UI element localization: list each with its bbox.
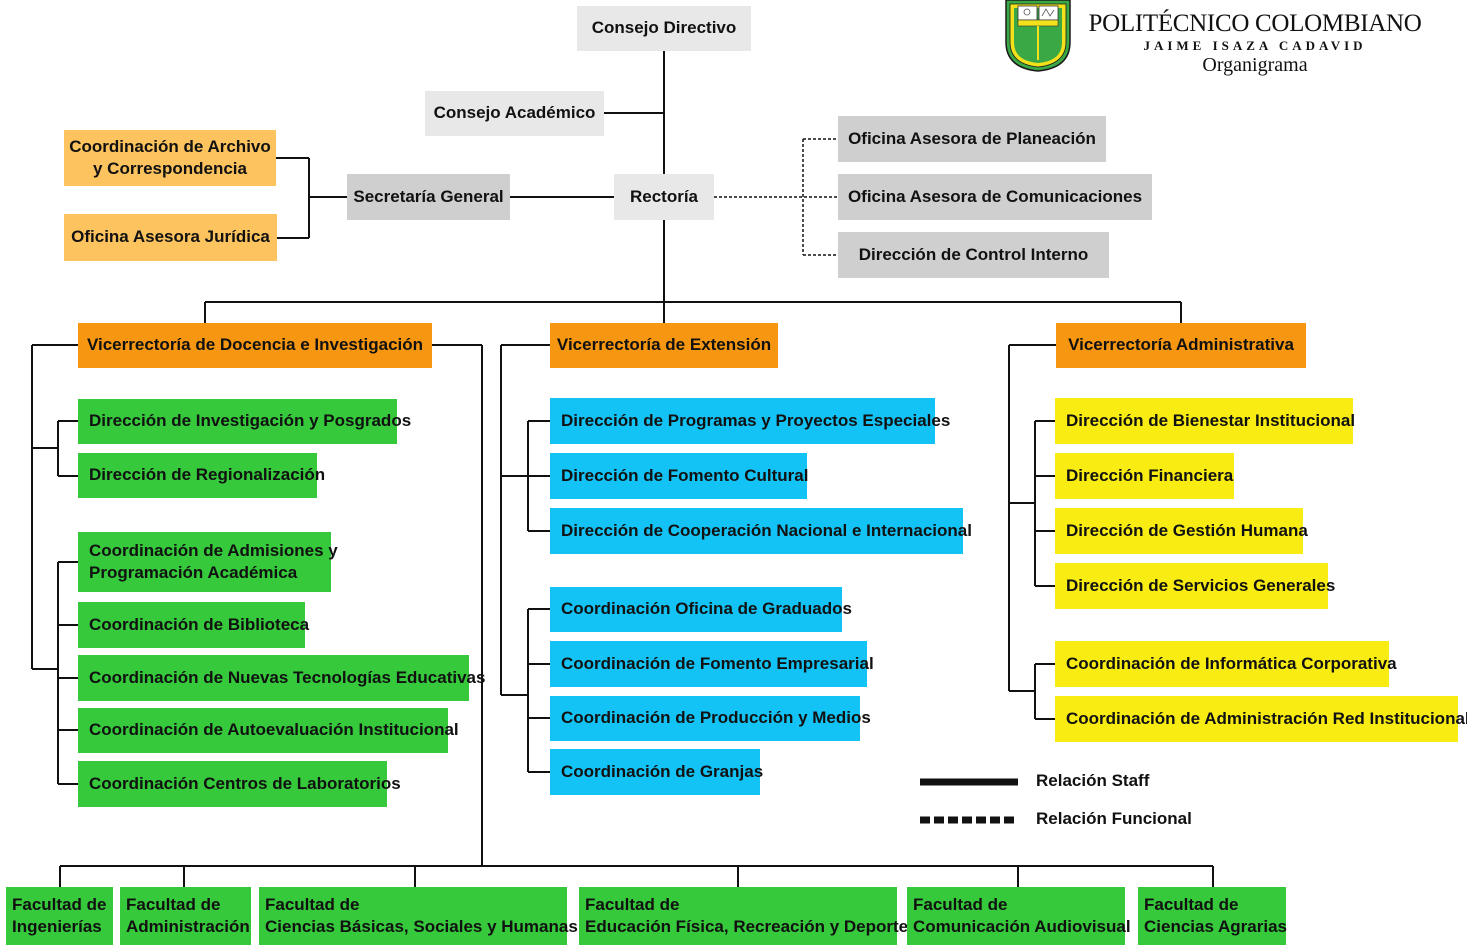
institution-subtitle: JAIME ISAZA CADAVID (1143, 38, 1367, 53)
node-coordinacion-produccion: Coordinación de Producción y Medios (550, 696, 871, 741)
node-line: y Correspondencia (93, 159, 247, 178)
node-line: Facultad de (12, 894, 107, 914)
node-coordinacion-granjas: Coordinación de Granjas (550, 749, 763, 795)
node-coordinacion-nuevas-tecnologias: Coordinación de Nuevas Tecnologías Educa… (78, 655, 485, 701)
node-line: Ciencias Básicas, Sociales y Humanas (265, 917, 578, 936)
node-coordinacion-graduados: Coordinación Oficina de Graduados (550, 587, 852, 632)
node-coordinacion-admisiones: Coordinación de Admisiones y Programació… (78, 532, 338, 592)
node-coordinacion-red-institucional: Coordinación de Administración Red Insti… (1055, 696, 1467, 742)
node-facultad-ingenierias: Facultad de Ingenierías (6, 887, 113, 945)
node-direccion-gestion-humana: Dirección de Gestión Humana (1055, 508, 1308, 554)
node-coordinacion-biblioteca: Coordinación de Biblioteca (78, 602, 309, 648)
node-line: Ciencias Agrarias (1144, 917, 1287, 936)
node-facultad-educacion-fisica: Facultad de Educación Física, Recreación… (579, 887, 909, 945)
node-vicerrectoria-extension: Vicerrectoría de Extensión (550, 323, 778, 368)
legend-staff-label: Relación Staff (1036, 771, 1150, 790)
node-line: Programación Académica (89, 563, 298, 582)
node-line: Facultad de (585, 894, 680, 914)
node-direccion-cooperacion: Dirección de Cooperación Nacional e Inte… (550, 508, 972, 554)
node-facultad-ciencias-basicas: Facultad de Ciencias Básicas, Sociales y… (259, 887, 578, 945)
node-line: Educación Física, Recreación y Deporte (585, 917, 909, 936)
node-line: Facultad de (126, 894, 221, 914)
node-line: Ingenierías (12, 917, 102, 936)
node-coordinacion-informatica: Coordinación de Informática Corporativa (1055, 641, 1397, 687)
node-line: Facultad de (913, 894, 1008, 914)
politecnico-shield-logo-icon (1005, 0, 1071, 72)
node-facultad-administracion: Facultad de Administración (120, 887, 251, 945)
node-facultad-comunicacion: Facultad de Comunicación Audiovisual (907, 887, 1131, 945)
node-direccion-fomento-cultural: Dirección de Fomento Cultural (550, 453, 808, 499)
node-oficina-comunicaciones: Oficina Asesora de Comunicaciones (838, 174, 1152, 220)
node-control-interno: Dirección de Control Interno (838, 232, 1109, 278)
node-rectoria: Rectoría (614, 174, 714, 220)
node-secretaria-general: Secretaría General (347, 174, 510, 220)
node-consejo-directivo: Consejo Directivo (577, 6, 751, 51)
node-vicerrectoria-docencia: Vicerrectoría de Docencia e Investigació… (78, 323, 432, 368)
node-direccion-financiera: Dirección Financiera (1055, 453, 1234, 499)
legend-funcional-label: Relación Funcional (1036, 809, 1192, 828)
node-direccion-investigacion: Dirección de Investigación y Posgrados (78, 399, 411, 444)
node-facultad-ciencias-agrarias: Facultad de Ciencias Agrarias (1138, 887, 1287, 945)
node-oficina-planeacion: Oficina Asesora de Planeación (838, 116, 1106, 162)
node-line: Coordinación de Archivo (69, 136, 271, 156)
institution-name: POLITÉCNICO COLOMBIANO (1088, 10, 1422, 37)
node-line: Facultad de (265, 894, 360, 914)
node-consejo-academico: Consejo Académico (425, 91, 604, 136)
node-vicerrectoria-administrativa: Vicerrectoría Administrativa (1056, 323, 1306, 368)
node-line: Coordinación de Admisiones y (89, 540, 338, 560)
node-direccion-servicios-generales: Dirección de Servicios Generales (1055, 563, 1335, 609)
document-title: Organigrama (1202, 54, 1308, 76)
node-oficina-juridica: Oficina Asesora Jurídica (64, 214, 277, 261)
node-line: Facultad de (1144, 894, 1239, 914)
node-line: Administración (126, 917, 250, 936)
node-coordinacion-fomento-empresarial: Coordinación de Fomento Empresarial (550, 641, 874, 687)
node-coordinacion-autoevaluacion: Coordinación de Autoevaluación Instituci… (78, 708, 459, 753)
node-line: Comunicación Audiovisual (913, 917, 1131, 936)
node-direccion-regionalizacion: Dirección de Regionalización (78, 453, 325, 498)
node-direccion-programas: Dirección de Programas y Proyectos Espec… (550, 398, 950, 444)
node-direccion-bienestar: Dirección de Bienestar Institucional (1055, 398, 1355, 444)
node-coordinacion-laboratorios: Coordinación Centros de Laboratorios (78, 761, 401, 807)
node-coordinacion-archivo: Coordinación de Archivo y Correspondenci… (64, 130, 276, 186)
